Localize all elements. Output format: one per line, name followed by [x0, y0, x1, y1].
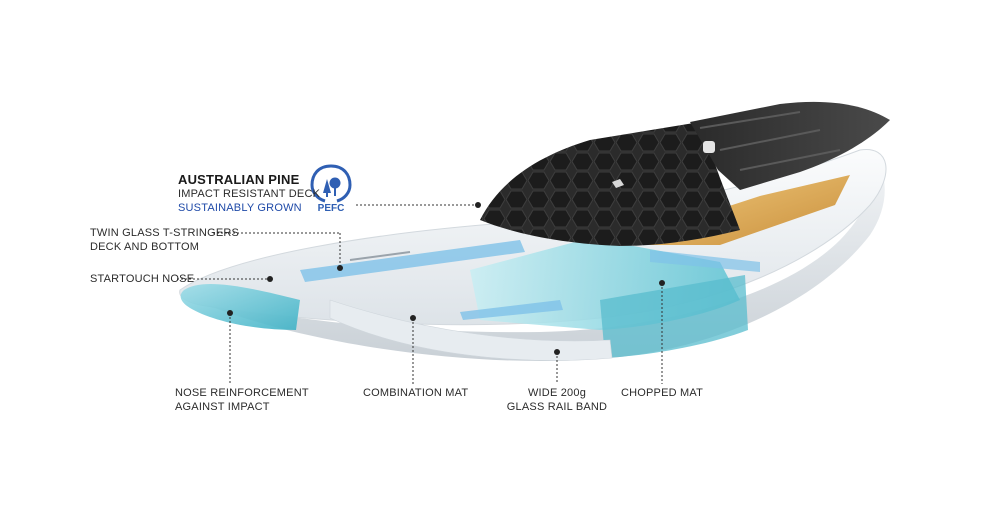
label-combination-mat-line1: COMBINATION MAT [363, 387, 469, 399]
pefc-logo-text: PEFC [318, 203, 345, 213]
deck-graphic-mark [349, 251, 411, 261]
pefc-trees-icon: PEFC [310, 164, 352, 213]
stringer-deck [300, 240, 525, 282]
label-startouch-nose: STARTOUCH NOSE [90, 272, 194, 286]
label-sustainably-grown: SUSTAINABLY GROWN [178, 202, 302, 214]
label-impact-deck: IMPACT RESISTANT DECK [178, 188, 321, 200]
label-australian-pine: AUSTRALIAN PINE IMPACT RESISTANT DECK SU… [178, 173, 320, 215]
traction-pad-tail [690, 101, 890, 190]
traction-pad-hex [480, 122, 740, 246]
label-rail-band: WIDE 200g GLASS RAIL BAND [502, 386, 612, 414]
label-rail-band-line1: WIDE 200g [527, 387, 587, 399]
chopped-mat-layer [600, 275, 748, 358]
label-australian-pine-title: AUSTRALIAN PINE [178, 172, 300, 187]
label-twin-stringers: TWIN GLASS T-STRINGERS DECK AND BOTTOM [90, 226, 239, 254]
pad-logo-icon [703, 141, 715, 153]
nose-reinforcement [180, 284, 300, 330]
label-twin-stringers-line1: TWIN GLASS T-STRINGERS [90, 227, 240, 239]
label-chopped-mat: CHOPPED MAT [612, 386, 712, 400]
label-nose-reinforcement-line1: NOSE REINFORCEMENT [175, 387, 309, 399]
label-twin-stringers-line2: DECK AND BOTTOM [90, 241, 200, 253]
pad-center-mark [612, 179, 624, 188]
label-startouch-nose-line1: STARTOUCH NOSE [90, 273, 195, 285]
label-combination-mat: COMBINATION MAT [363, 386, 469, 400]
leader-lines [177, 204, 663, 384]
tail-pad-grooves [699, 111, 841, 171]
stringer-rail [650, 250, 760, 272]
label-nose-reinforcement-line2: AGAINST IMPACT [175, 401, 270, 413]
leader-dots [227, 202, 665, 355]
rail-band-layer [329, 299, 613, 361]
label-nose-reinforcement: NOSE REINFORCEMENT AGAINST IMPACT [175, 386, 309, 414]
stringer-bottom [460, 300, 563, 320]
label-rail-band-line2: GLASS RAIL BAND [506, 401, 608, 413]
label-chopped-mat-line1: CHOPPED MAT [620, 387, 704, 399]
